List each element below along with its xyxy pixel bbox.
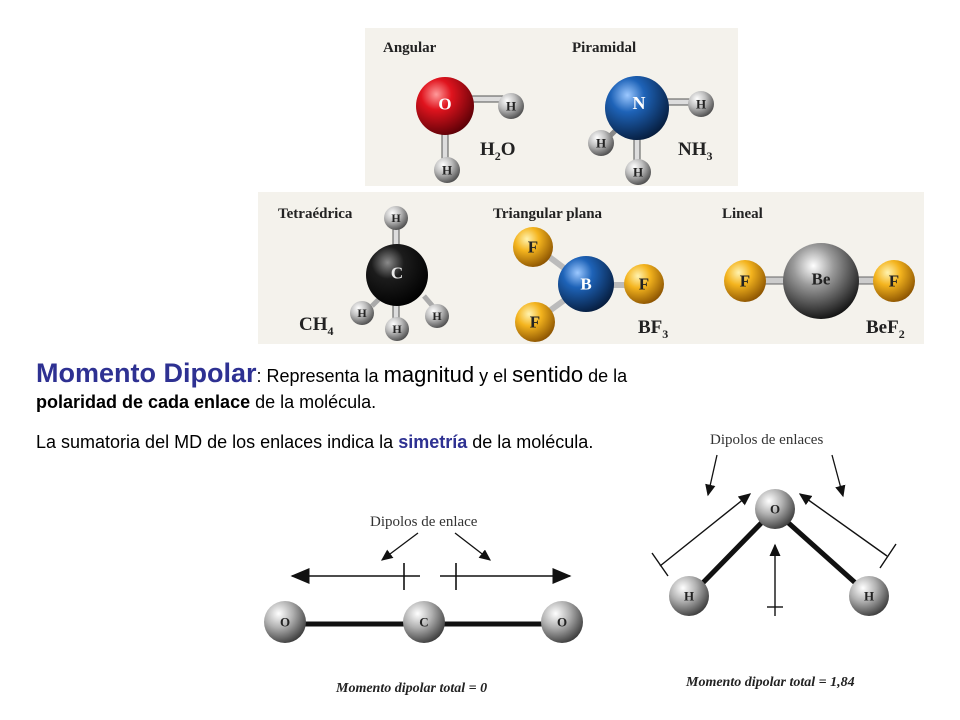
atom-h: H	[391, 211, 401, 225]
co2-total-label: Momento dipolar total = 0	[335, 681, 487, 696]
atom-n: N	[633, 93, 646, 113]
label-lineal: Lineal	[722, 206, 763, 222]
atom-h: H	[357, 306, 367, 320]
h2o-dipole-diagram: Dipolos de enlaces O H H Momento dipolar…	[651, 432, 897, 690]
h2o-total-label: Momento dipolar total = 1,84	[685, 675, 855, 690]
atom-h: H	[442, 163, 452, 178]
formula-bef2: BeF2	[866, 317, 905, 341]
molecule-ch4: Tetraédrica C H H H H CH4	[278, 206, 449, 341]
atom-b: B	[580, 275, 591, 294]
co2-dipole-diagram: Dipolos de enlace O C O Momento dipolar …	[264, 514, 583, 696]
atom-c: C	[391, 264, 403, 283]
atom-o: O	[770, 502, 780, 517]
atom-h: H	[864, 589, 874, 604]
atom-h: H	[506, 99, 516, 114]
atom-o: O	[280, 615, 290, 630]
atom-h: H	[392, 322, 402, 336]
atom-f: F	[740, 272, 750, 291]
atom-f: F	[639, 275, 649, 294]
label-tetraedrica: Tetraédrica	[278, 206, 353, 222]
co2-dipole-label: Dipolos de enlace	[370, 514, 478, 530]
atom-h: H	[696, 97, 706, 112]
term-momento-dipolar: Momento Dipolar	[36, 358, 257, 388]
label-triangular-plana: Triangular plana	[493, 206, 603, 222]
atom-h: H	[684, 589, 694, 604]
label-angular: Angular	[383, 40, 437, 56]
atom-h: H	[633, 165, 643, 180]
formula-ch4: CH4	[299, 314, 334, 338]
paragraph-simetria: La sumatoria del MD de los enlaces indic…	[36, 432, 594, 452]
paragraph-momento-dipolar: Momento Dipolar: Representa la magnitud …	[36, 358, 628, 413]
molecule-bef2: Lineal Be F F BeF2	[722, 206, 915, 341]
molecule-h2o: Angular O H H H2O	[383, 40, 524, 183]
atom-o: O	[438, 95, 451, 114]
formula-h2o: H2O	[480, 139, 516, 163]
atom-h: H	[432, 309, 442, 323]
explanation-text: Momento Dipolar: Representa la magnitud …	[36, 360, 636, 455]
atom-o: O	[557, 615, 567, 630]
molecule-nh3: Piramidal N H H H NH3	[572, 40, 714, 185]
atom-f: F	[528, 238, 538, 257]
label-piramidal: Piramidal	[572, 40, 636, 56]
formula-nh3: NH3	[678, 139, 713, 163]
atom-h: H	[596, 136, 606, 151]
atom-be: Be	[812, 270, 831, 289]
atom-f: F	[889, 272, 899, 291]
atom-f: F	[530, 313, 540, 332]
atom-c: C	[419, 615, 428, 630]
h2o-dipole-label: Dipolos de enlaces	[710, 432, 823, 448]
term-simetria: simetría	[398, 432, 468, 452]
molecule-bf3: Triangular plana B F F F BF3	[493, 206, 668, 342]
formula-bf3: BF3	[638, 317, 668, 341]
